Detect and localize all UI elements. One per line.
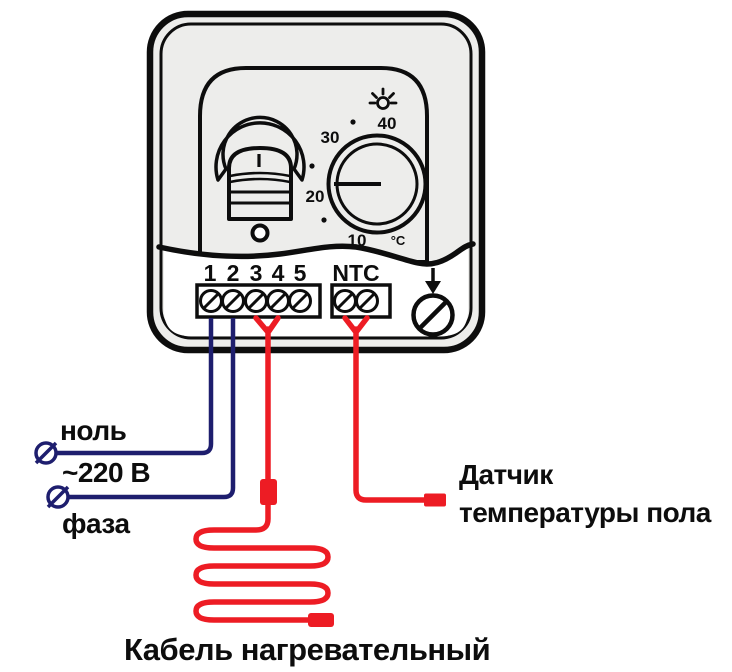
sensor-end-cap	[424, 493, 446, 507]
wiring-text-labels: ноль ~220 В фаза Датчик температуры пола…	[60, 415, 712, 667]
dial-tick-30: 30	[321, 128, 340, 147]
neutral-wire-end-slash	[34, 441, 58, 465]
temperature-dial: 10 20 30 40 °C	[306, 114, 428, 250]
terminal-label-ntc: NTC	[332, 260, 379, 286]
heating-cable-serpentine	[193, 501, 331, 623]
mains-wires	[34, 318, 236, 509]
dial-unit-celsius: °C	[391, 233, 406, 248]
power-switch	[214, 115, 306, 243]
panel-break-wavy-line	[156, 241, 476, 267]
device-inner-frame	[159, 22, 473, 340]
arrow-down-head	[425, 281, 441, 294]
phase-label: фаза	[62, 508, 130, 539]
dial-tick-20: 20	[306, 187, 325, 206]
dial-dot-15	[321, 217, 327, 223]
heating-cable	[193, 315, 334, 627]
sensor-wire-run	[353, 326, 427, 503]
terminal-label-2: 2	[227, 260, 240, 286]
heating-cable-coupler	[260, 479, 277, 505]
neutral-label: ноль	[60, 415, 127, 446]
heating-cable-label: Кабель нагревательный	[124, 632, 490, 667]
terminal-label-5: 5	[294, 260, 307, 286]
terminal-label-4: 4	[272, 260, 285, 286]
phase-wire-end-slash	[46, 485, 70, 509]
neutral-wire	[56, 318, 214, 456]
indicator-led	[250, 223, 270, 243]
terminal-label-3: 3	[250, 260, 263, 286]
dial-tick-40: 40	[378, 114, 397, 133]
heating-wire-terminal3	[253, 315, 270, 334]
terminal-screws	[199, 289, 379, 313]
dial-dot-25	[309, 163, 315, 169]
dial-dot-35	[350, 119, 356, 125]
terminal-labels: 1 2 3 4 5 NTC	[204, 260, 380, 286]
switch-ridge-2	[229, 177, 291, 184]
phase-wire	[68, 318, 236, 500]
light-icon	[368, 87, 398, 110]
switch-hood-arc	[214, 115, 306, 182]
switch-ridge-1	[229, 171, 291, 178]
terminal-label-1: 1	[204, 260, 217, 286]
heating-cable-end-cap	[308, 613, 334, 627]
sensor-label-line2: температуры пола	[459, 497, 712, 528]
thermostat-device: 10 20 30 40 °C 1 2 3 4 5 NTC	[146, 10, 486, 354]
voltage-label: ~220 В	[62, 457, 150, 488]
sensor-label-line1: Датчик	[459, 459, 554, 490]
fixing-screw-group	[411, 268, 455, 337]
sensor-wire	[342, 315, 446, 507]
screw-slot	[417, 299, 449, 331]
switch-body	[227, 146, 293, 221]
terminal-blocks	[195, 283, 392, 319]
